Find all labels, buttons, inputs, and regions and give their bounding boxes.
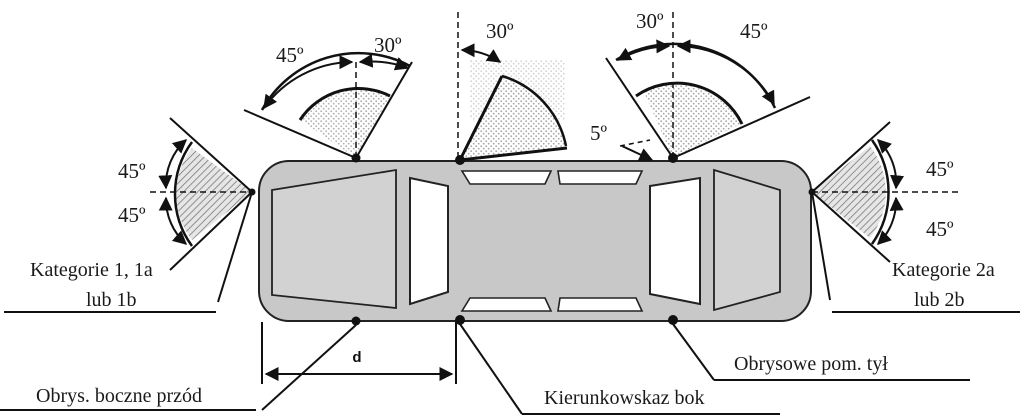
front-hood-panel <box>271 168 397 309</box>
rear-corner-lamp <box>808 188 816 196</box>
angle-label-rear-down: 45º <box>926 217 954 241</box>
rear-hatched-sector <box>812 146 886 238</box>
category-rear-line1: Kategorie 2a <box>892 259 995 281</box>
front-corner-lamp <box>248 188 256 196</box>
lamp-points <box>248 153 816 326</box>
side-window-top-front <box>460 170 553 185</box>
angle-label-rear-top-outer: 45º <box>740 19 768 43</box>
front-top-lamp <box>351 153 361 163</box>
angle-label-front-up: 45º <box>118 159 146 183</box>
angle-label-rear-top-inner: 30º <box>636 9 664 33</box>
side-window-bottom-rear <box>557 297 644 312</box>
front-bottom-lamp <box>351 316 361 326</box>
rear-top-sector <box>644 84 740 158</box>
label-obrys-rear: Obrysowe pom. tył <box>734 353 888 375</box>
angle-label-front-top-inner: 30º <box>374 33 402 57</box>
category-front-line1: Kategorie 1, 1a <box>30 259 153 281</box>
rear-window <box>649 176 701 306</box>
angle-label-front-top-outer: 45º <box>276 43 304 67</box>
dimension-d <box>261 322 457 384</box>
label-indicator-side: Kierunkowskaz bok <box>544 387 705 409</box>
car-body <box>258 160 812 322</box>
dimension-label: d <box>352 349 361 366</box>
angle-label-rear-offset: 5º <box>590 121 608 145</box>
label-obrys-front: Obrys. boczne przód <box>36 385 202 407</box>
trunk-panel <box>713 168 781 312</box>
side-window-bottom-front <box>460 297 553 312</box>
side-indicator-bottom-lamp <box>455 315 465 325</box>
angle-arrows <box>158 39 905 245</box>
side-indicator-top-lamp <box>455 155 465 165</box>
windshield <box>409 176 449 306</box>
category-front-line2: lub 1b <box>86 289 137 311</box>
angle-label-side-indicator: 30º <box>486 19 514 43</box>
side-window-top-rear <box>557 170 644 185</box>
rear-top-lamp <box>668 153 678 163</box>
angle-label-front-down: 45º <box>118 203 146 227</box>
rear-bottom-lamp <box>668 315 678 325</box>
category-rear-line2: lub 2b <box>914 289 965 311</box>
front-hatched-sector <box>176 148 252 240</box>
angle-label-rear-up: 45º <box>926 157 954 181</box>
